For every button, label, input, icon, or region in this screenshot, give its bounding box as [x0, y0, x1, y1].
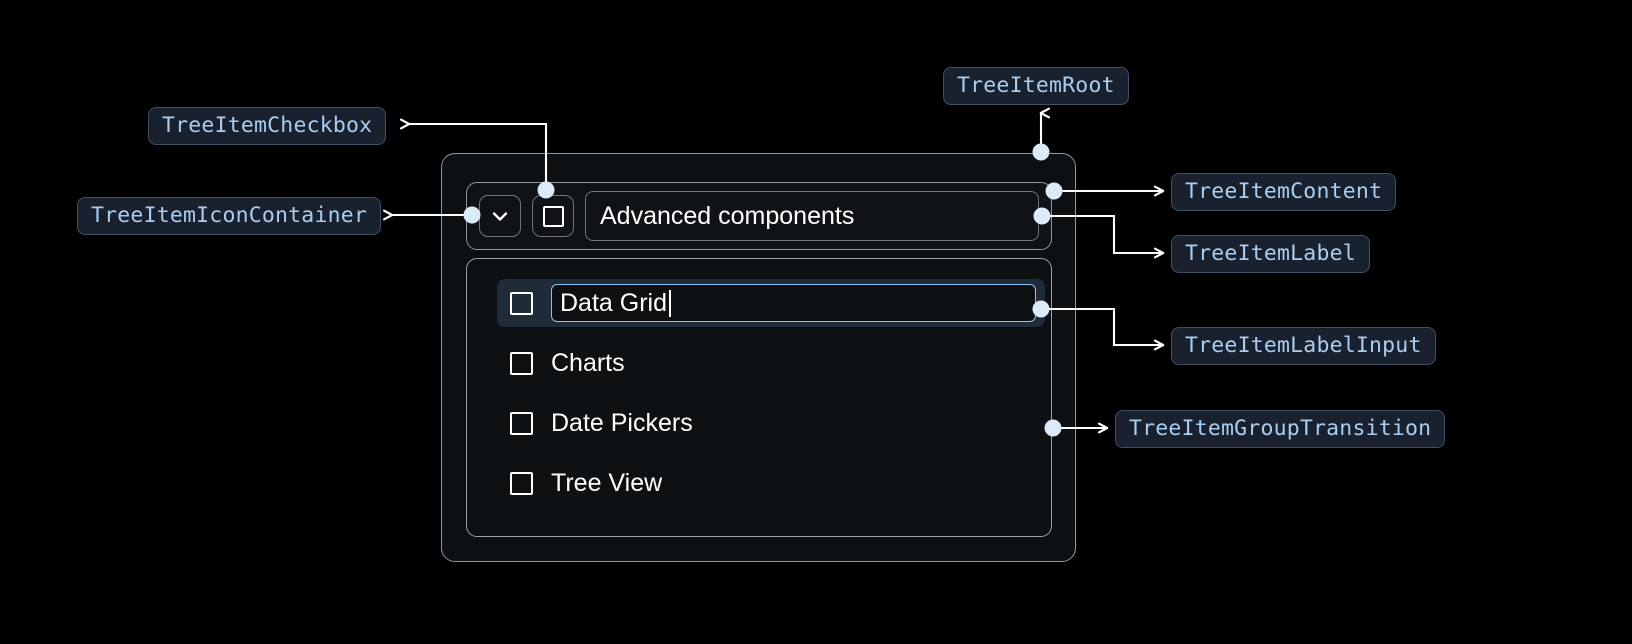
tree-item-checkbox-charts[interactable] [510, 351, 533, 375]
tree-item-checkbox-data-grid[interactable] [510, 291, 533, 315]
tree-item-label-input-value: Data Grid [560, 288, 667, 317]
annotation-tree-item-label[interactable]: TreeItemLabel [1171, 235, 1370, 273]
tree-item-checkbox[interactable] [532, 195, 574, 237]
checkbox-square-icon [542, 205, 564, 227]
tree-item-row-charts[interactable]: Charts [497, 339, 1045, 387]
tree-item-row-tree-view[interactable]: Tree View [497, 459, 1045, 507]
tree-item-root[interactable]: Advanced components Data Grid Charts Dat… [441, 153, 1076, 562]
annotation-tree-item-checkbox[interactable]: TreeItemCheckbox [148, 107, 387, 145]
tree-item-label-input[interactable]: Data Grid [551, 284, 1036, 322]
tree-item-checkbox-tree-view[interactable] [510, 471, 533, 495]
tree-item-checkbox-date-pickers[interactable] [510, 411, 533, 435]
tree-item-content[interactable]: Advanced components [466, 182, 1052, 250]
tree-item-label-date-pickers: Date Pickers [551, 408, 693, 437]
annotation-tree-item-icon-container[interactable]: TreeItemIconContainer [77, 197, 382, 235]
annotation-tree-item-content[interactable]: TreeItemContent [1171, 173, 1397, 211]
annotation-tree-item-group-transition[interactable]: TreeItemGroupTransition [1115, 410, 1446, 448]
tree-item-label[interactable]: Advanced components [585, 191, 1039, 241]
text-caret [668, 289, 671, 317]
tree-item-label-text: Advanced components [600, 201, 855, 230]
annotation-tree-item-label-input[interactable]: TreeItemLabelInput [1171, 327, 1436, 365]
annotation-tree-item-root[interactable]: TreeItemRoot [943, 67, 1129, 105]
tree-item-label-tree-view: Tree View [551, 468, 663, 497]
chevron-down-icon [492, 212, 508, 221]
tree-item-row-data-grid[interactable]: Data Grid [497, 279, 1045, 327]
tree-item-label-charts: Charts [551, 348, 625, 377]
tree-item-icon-container[interactable] [479, 195, 521, 237]
tree-item-group-transition: Data Grid Charts Date Pickers Tree View [466, 258, 1052, 537]
tree-item-row-date-pickers[interactable]: Date Pickers [497, 399, 1045, 447]
